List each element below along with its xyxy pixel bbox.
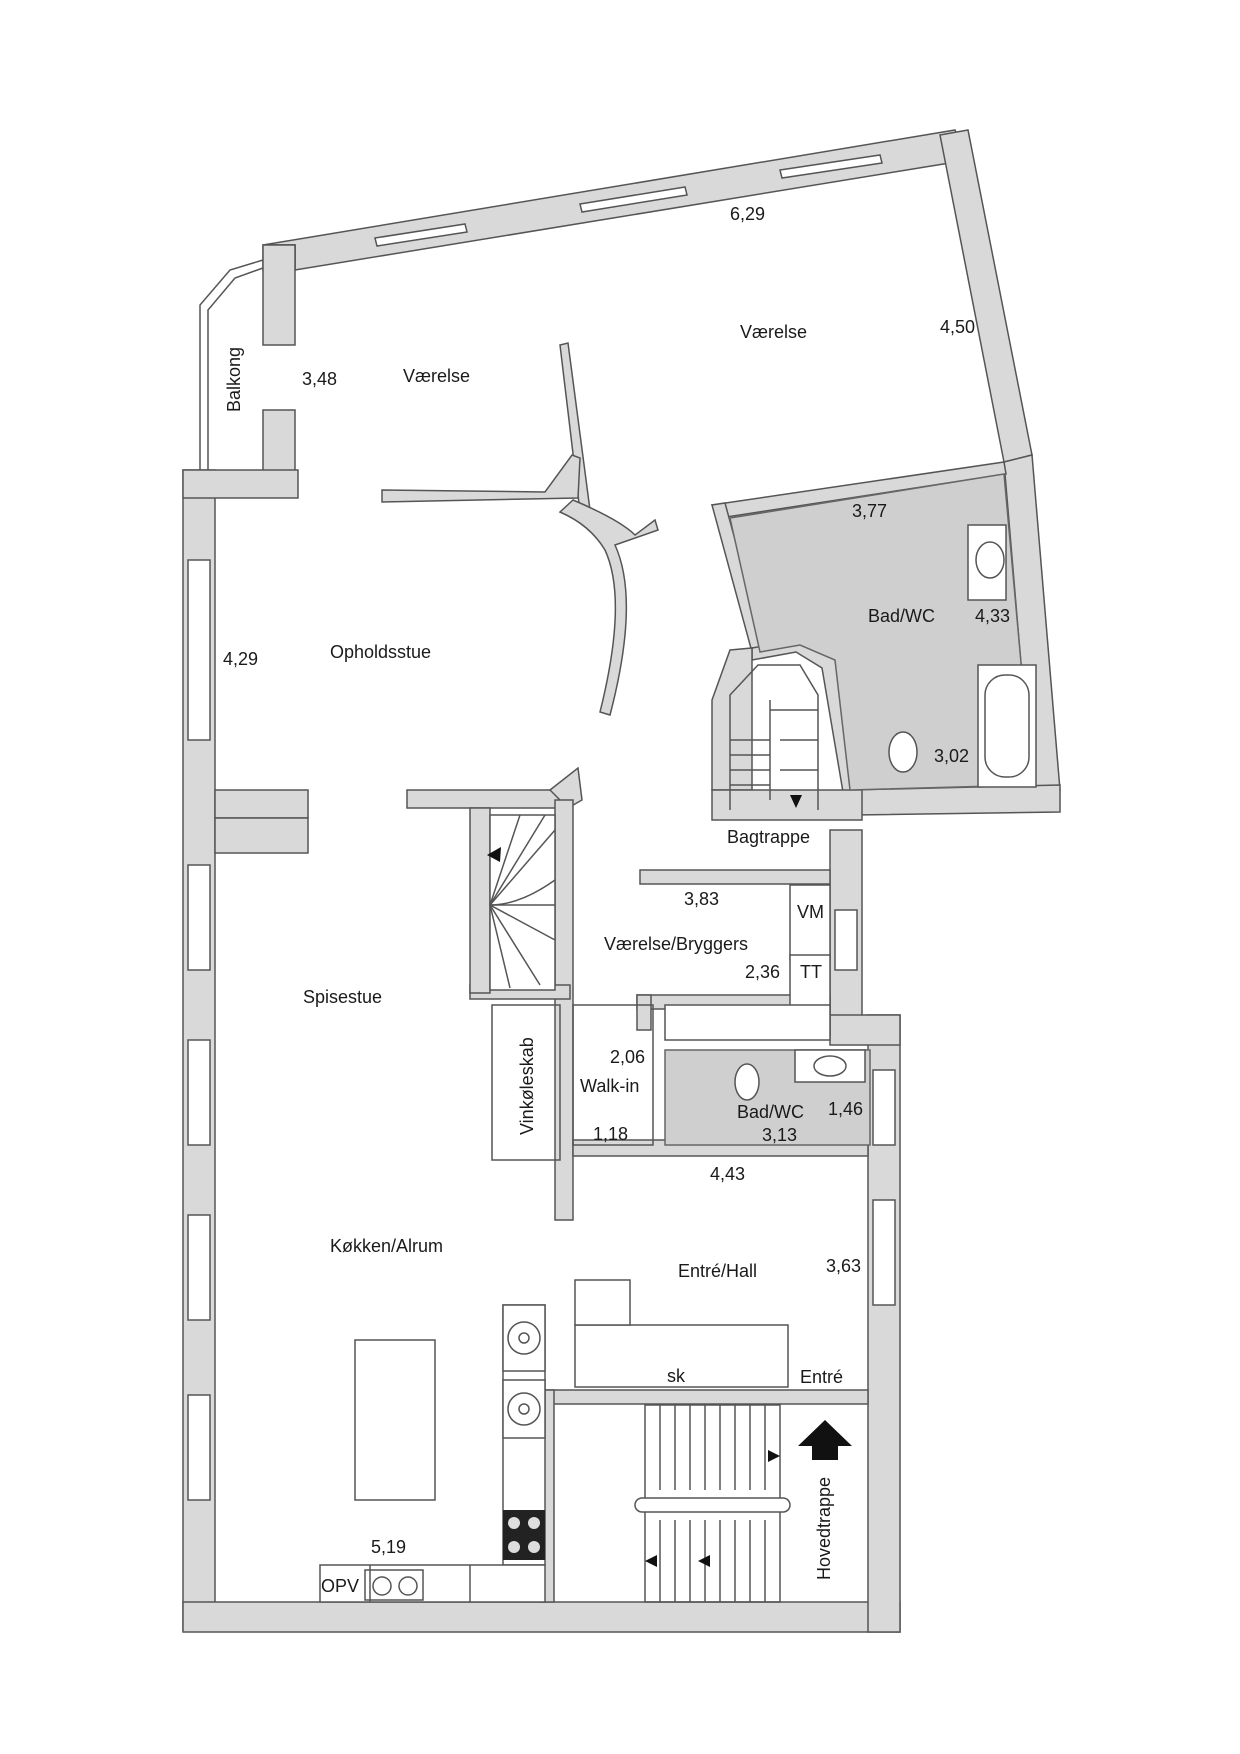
hob-icon [503,1510,545,1560]
utility-appliances [664,884,831,1041]
back-stairs [729,664,819,810]
bedroom2-width: 6,29 [730,204,765,224]
sink-icon [975,541,1005,579]
toilet-icon [888,731,918,773]
wine-cooler-label: Vinkøleskab [517,1037,537,1135]
kitchen-dim: 5,19 [371,1537,406,1557]
ventilation-fan-icon [507,1321,541,1355]
utility-depth: 2,36 [745,962,780,982]
bath-main-width: 3,77 [852,501,887,521]
bedroom2-depth: 4,50 [940,317,975,337]
utility-label: Værelse/Bryggers [604,934,748,954]
walkin-area [491,1004,654,1161]
spiral-stairs [469,807,556,994]
hall-depth: 3,63 [826,1256,861,1276]
tt-label: TT [800,962,822,982]
walkin-depth: 1,18 [593,1124,628,1144]
balcony-label: Balkong [224,347,244,412]
kitchen-label: Køkken/Alrum [330,1236,443,1256]
vm-label: VM [797,902,824,922]
bedroom1-label: Værelse [403,366,470,386]
bath2-label: Bad/WC [737,1102,804,1122]
kitchen-island [354,1339,436,1501]
closet-label: sk [667,1366,686,1386]
bedroom1-dim: 3,48 [302,369,337,389]
sink-icon-2 [813,1055,847,1077]
opv-label: OPV [321,1576,359,1596]
entrance-closet [574,1279,789,1388]
hall-width: 4,43 [710,1164,745,1184]
bath2-width: 1,46 [828,1099,863,1119]
dining-label: Spisestue [303,987,382,1007]
main-stairs-label: Hovedtrappe [814,1477,834,1580]
main-bathroom [729,473,1037,791]
bedroom2-label: Værelse [740,322,807,342]
walkin-width: 2,06 [610,1047,645,1067]
main-stairs [634,1404,791,1603]
bath-main-label: Bad/WC [868,606,935,626]
entrance-arrow-icon [798,1420,852,1460]
kitchen-fixtures [319,1304,546,1603]
interior-walls [214,342,1007,1603]
living-dim: 4,29 [223,649,258,669]
balcony [199,259,264,470]
room-labels: 6,29 Værelse 4,50 3,48 Værelse 3,77 Bad/… [223,204,1010,1596]
bath-main-depth: 4,33 [975,606,1010,626]
bath-main-toilet-dim: 3,02 [934,746,969,766]
ventilation-fan-icon-2 [507,1392,541,1426]
bath2-depth: 3,13 [762,1125,797,1145]
back-stairs-label: Bagtrappe [727,827,810,847]
windows [187,154,1027,1501]
hall-label: Entré/Hall [678,1261,757,1281]
utility-width: 3,83 [684,889,719,909]
toilet-icon-2 [734,1063,760,1101]
living-label: Opholdsstue [330,642,431,662]
second-bathroom [664,1049,871,1146]
walkin-label: Walk-in [580,1076,639,1096]
outer-walls [182,129,1061,1633]
entrance-label: Entré [800,1367,843,1387]
